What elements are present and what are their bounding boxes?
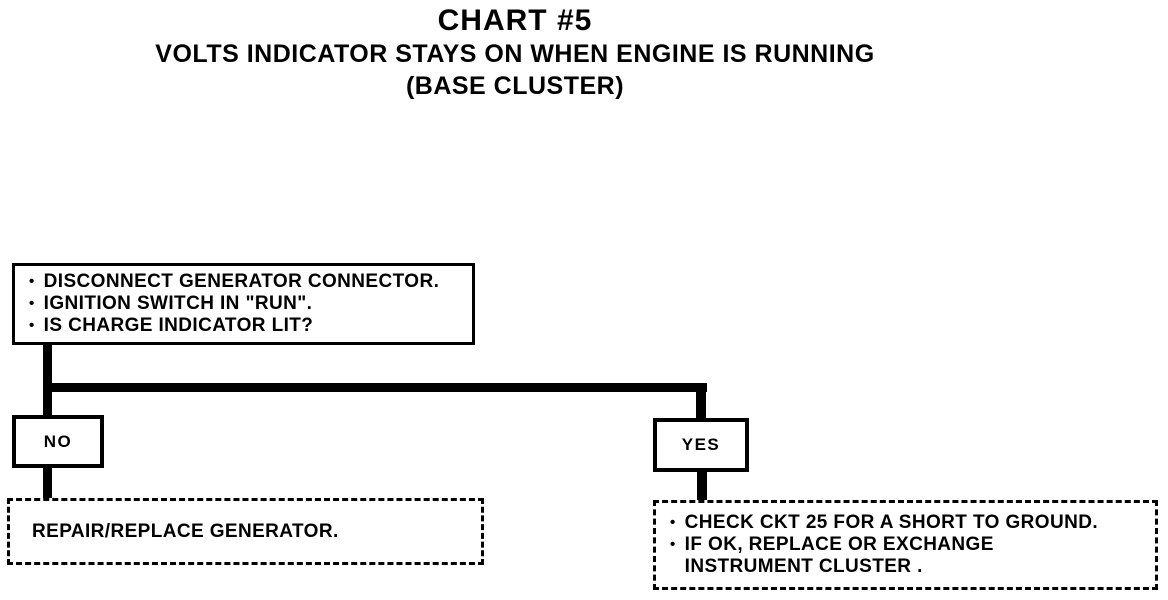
question-item-text: DISCONNECT GENERATOR CONNECTOR.	[43, 271, 440, 292]
yes-result-box: • CHECK CKT 25 FOR A SHORT TO GROUND. • …	[653, 500, 1158, 590]
bullet-icon: •	[670, 536, 676, 553]
question-item: • IS CHARGE INDICATOR LIT?	[29, 315, 464, 337]
question-item: • DISCONNECT GENERATOR CONNECTOR.	[29, 271, 464, 293]
yes-branch-box: YES	[653, 418, 749, 472]
chart-header: CHART #5 VOLTS INDICATOR STAYS ON WHEN E…	[0, 4, 1030, 102]
question-item: • IGNITION SWITCH IN "RUN".	[29, 293, 464, 315]
bullet-icon: •	[29, 295, 35, 312]
connector-branch-to-yes	[696, 383, 706, 420]
chart-title: CHART #5	[437, 4, 593, 37]
yes-result-item: • CHECK CKT 25 FOR A SHORT TO GROUND.	[670, 512, 1149, 534]
question-box: • DISCONNECT GENERATOR CONNECTOR. • IGNI…	[12, 263, 475, 345]
chart-subtitle: VOLTS INDICATOR STAYS ON WHEN ENGINE IS …	[155, 40, 875, 68]
connector-no-to-result	[43, 466, 52, 500]
connector-branch-horizontal	[43, 383, 707, 392]
no-result-text: REPAIR/REPLACE GENERATOR.	[32, 520, 339, 542]
no-branch-box: NO	[12, 415, 104, 468]
bullet-icon: •	[670, 514, 676, 531]
yes-result-item: • IF OK, REPLACE OR EXCHANGE INSTRUMENT …	[670, 534, 1149, 578]
question-item-text: IS CHARGE INDICATOR LIT?	[43, 315, 314, 336]
bullet-icon: •	[29, 273, 35, 290]
yes-branch-label: YES	[681, 435, 721, 454]
yes-result-item-text: IF OK, REPLACE OR EXCHANGE INSTRUMENT CL…	[684, 534, 994, 577]
bullet-icon: •	[29, 317, 35, 334]
chart-subtitle-secondary: (BASE CLUSTER)	[405, 72, 625, 100]
no-branch-label: NO	[43, 431, 73, 451]
no-result-box: REPAIR/REPLACE GENERATOR.	[7, 498, 484, 565]
question-item-text: IGNITION SWITCH IN "RUN".	[43, 293, 313, 314]
yes-result-item-text: CHECK CKT 25 FOR A SHORT TO GROUND.	[684, 512, 1099, 533]
connector-question-to-branch	[43, 344, 52, 418]
connector-yes-to-result	[697, 470, 707, 502]
